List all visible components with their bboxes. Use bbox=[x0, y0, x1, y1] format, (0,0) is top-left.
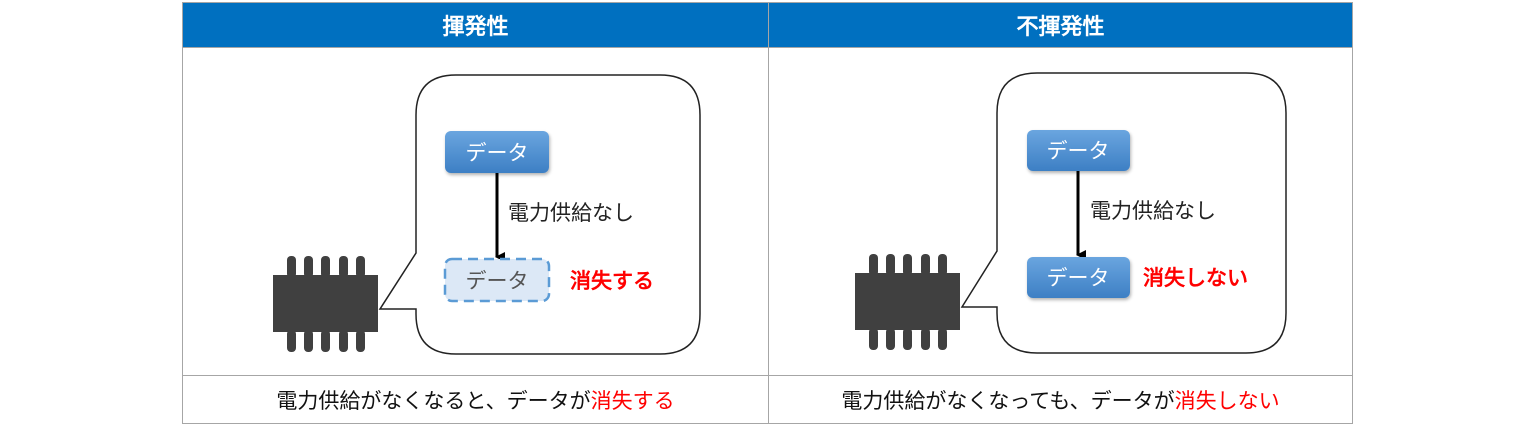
data-box-top-label: データ bbox=[1047, 139, 1110, 163]
volatile-diagram: データ 電力供給なし データ 消失する bbox=[273, 74, 701, 355]
header-volatile: 揮発性 bbox=[183, 3, 768, 47]
nonvolatile-diagram: データ 電力供給なし データ 消失しない bbox=[855, 72, 1287, 354]
arrow-label: 電力供給なし bbox=[508, 201, 634, 225]
caption-nonvolatile: 電力供給がなくなっても、データが消失しない bbox=[769, 376, 1352, 423]
header-nonvolatile: 不揮発性 bbox=[769, 3, 1352, 47]
caption-nonvolatile-highlight: 消失しない bbox=[1174, 388, 1280, 413]
result-label: 消失しない bbox=[1143, 266, 1248, 290]
data-box-retained bbox=[1027, 257, 1130, 298]
data-box-lost-label: データ bbox=[466, 269, 529, 293]
result-label: 消失する bbox=[570, 269, 654, 293]
data-box-top-label: データ bbox=[466, 141, 529, 165]
comparison-table: 揮発性 不揮発性 電力供給がなくなると、データが消失する 電力供給がなくなっても… bbox=[182, 2, 1353, 424]
memory-chip-icon bbox=[273, 256, 378, 352]
caption-volatile-highlight: 消失する bbox=[590, 388, 675, 413]
data-box-top bbox=[445, 131, 549, 173]
memory-chip-icon bbox=[855, 254, 960, 350]
arrow-label: 電力供給なし bbox=[1090, 199, 1216, 223]
column-divider bbox=[768, 3, 769, 423]
header-divider bbox=[183, 47, 1352, 48]
data-box-lost bbox=[443, 257, 551, 303]
caption-nonvolatile-prefix: 電力供給がなくなっても、データが bbox=[841, 388, 1175, 413]
data-box-top bbox=[1027, 130, 1130, 171]
caption-volatile-prefix: 電力供給がなくなると、データが bbox=[276, 388, 591, 413]
data-box-retained-label: データ bbox=[1047, 266, 1110, 290]
row-divider bbox=[183, 375, 1352, 376]
caption-volatile: 電力供給がなくなると、データが消失する bbox=[183, 376, 768, 423]
